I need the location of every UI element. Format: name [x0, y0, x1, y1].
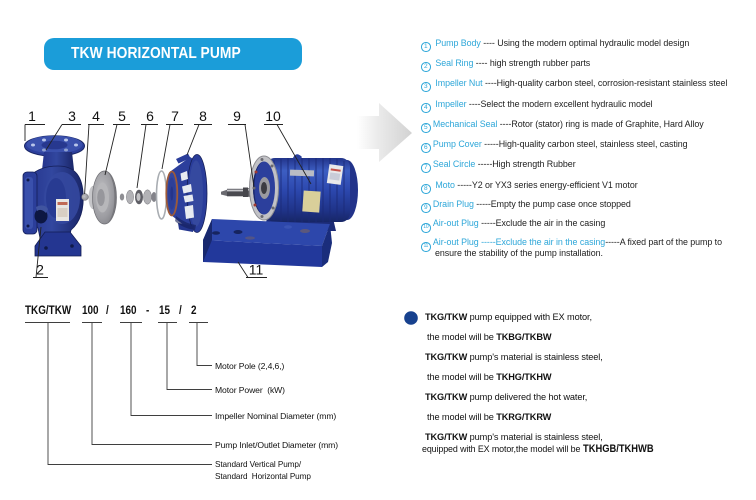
svg-text:8: 8 — [199, 108, 207, 124]
svg-text:9: 9 — [233, 108, 241, 124]
svg-text:4: 4 — [92, 108, 100, 124]
svg-text:5: 5 — [118, 108, 126, 124]
svg-text:7: 7 — [171, 108, 179, 124]
svg-text:1: 1 — [28, 108, 36, 124]
svg-text:3: 3 — [68, 108, 76, 124]
svg-text:2: 2 — [36, 262, 44, 278]
svg-text:11: 11 — [249, 262, 264, 278]
svg-text:6: 6 — [146, 108, 154, 124]
svg-text:10: 10 — [265, 108, 281, 124]
